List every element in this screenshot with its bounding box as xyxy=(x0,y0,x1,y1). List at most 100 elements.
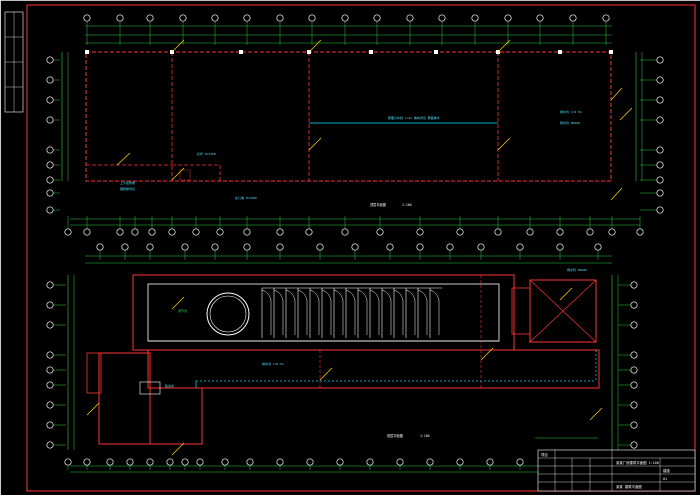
axis-bubble xyxy=(438,14,446,22)
axis-bubble xyxy=(494,228,502,236)
axis-bubble xyxy=(351,243,359,251)
bay-weir xyxy=(261,289,272,335)
axis-bubble xyxy=(486,458,494,466)
column xyxy=(85,50,89,54)
axis-bubble xyxy=(569,14,577,22)
axis-bubble xyxy=(630,381,638,389)
top-plan-axis-col-right xyxy=(640,56,664,214)
axis-bubble xyxy=(386,243,394,251)
axis-bubble xyxy=(106,458,114,466)
axis-bubble xyxy=(196,458,204,466)
leader xyxy=(589,407,603,421)
bay-weir xyxy=(393,289,404,335)
leader xyxy=(116,152,131,166)
axis-bubble xyxy=(630,441,638,449)
axis-bubble xyxy=(83,14,91,22)
axis-bubble xyxy=(221,458,229,466)
axis-bubble xyxy=(656,146,664,154)
axis-bubble xyxy=(168,228,176,236)
top-plan-axis-col-left xyxy=(46,56,60,214)
bay-weir xyxy=(357,289,368,335)
axis-bubble xyxy=(131,228,139,236)
axis-bubble xyxy=(406,14,414,22)
leader xyxy=(480,347,494,361)
leader xyxy=(319,367,333,381)
bay-weir xyxy=(405,289,416,335)
title-block-sheet-name: 某某 建筑平面图 xyxy=(616,484,642,489)
axis-bubble xyxy=(656,116,664,124)
axis-bubble xyxy=(456,228,464,236)
axis-bubble xyxy=(146,14,154,22)
leader xyxy=(171,442,185,456)
axis-bubble xyxy=(308,14,316,22)
axis-bubble xyxy=(46,189,54,197)
bottom-plan-outline xyxy=(132,274,515,351)
axis-bubble xyxy=(83,458,91,466)
axis-bubble xyxy=(305,228,313,236)
axis-bubble xyxy=(336,458,344,466)
axis-bubble xyxy=(656,189,664,197)
leader xyxy=(171,296,185,310)
axis-bubble xyxy=(166,458,174,466)
axis-bubble xyxy=(630,281,638,289)
axis-bubble xyxy=(276,243,284,251)
svg-text:排水沟 i=0.5%: 排水沟 i=0.5% xyxy=(262,361,284,366)
svg-text:雨水管 DN100: 雨水管 DN100 xyxy=(567,267,587,272)
svg-text:屋面分水线 i=2% 坡向详见 屋面排水: 屋面分水线 i=2% 坡向详见 屋面排水 xyxy=(388,115,440,120)
axis-bubble xyxy=(216,228,224,236)
axis-bubble xyxy=(426,458,434,466)
bay-weir xyxy=(309,289,320,335)
axis-bubble xyxy=(373,14,381,22)
bay-weir xyxy=(369,289,380,335)
axis-bubble xyxy=(456,458,464,466)
axis-bubble xyxy=(46,281,54,289)
axis-bubble xyxy=(211,14,219,22)
leader xyxy=(171,39,185,53)
axis-bubble xyxy=(636,228,644,236)
top-plan-scale: 1:100 xyxy=(402,203,412,207)
axis-bubble xyxy=(46,176,54,184)
axis-bubble xyxy=(64,228,72,236)
axis-bubble xyxy=(416,243,424,251)
svg-text:集水井: 集水井 xyxy=(165,383,174,388)
axis-bubble xyxy=(181,243,189,251)
title-block: 项目 某某厂房建筑平面图 1:100 某某 建筑平面图 建施 01 xyxy=(537,449,696,492)
column xyxy=(609,50,613,54)
axis-bubble xyxy=(46,401,54,409)
axis-bubble xyxy=(146,458,154,466)
revision-table xyxy=(4,11,24,113)
axis-bubble xyxy=(46,116,54,124)
axis-bubble xyxy=(656,96,664,104)
axis-bubble xyxy=(46,351,54,359)
axis-bubble xyxy=(243,14,251,22)
axis-bubble xyxy=(276,458,284,466)
bay-weir xyxy=(333,289,344,335)
bay-weir xyxy=(345,289,356,335)
axis-bubble xyxy=(46,421,54,429)
axis-bubble xyxy=(396,458,404,466)
axis-bubble xyxy=(630,421,638,429)
leader xyxy=(308,137,322,151)
svg-text:01: 01 xyxy=(663,477,667,481)
axis-bubble xyxy=(64,458,72,466)
axis-bubble xyxy=(477,243,485,251)
axis-bubble xyxy=(192,228,200,236)
axis-bubble xyxy=(46,146,54,154)
leader xyxy=(610,87,623,101)
axis-bubble xyxy=(121,243,129,251)
axis-bubble xyxy=(630,401,638,409)
axis-bubble xyxy=(536,14,544,22)
axis-bubble xyxy=(46,161,54,169)
axis-bubble xyxy=(126,458,134,466)
axis-bubble xyxy=(366,458,374,466)
axis-bubble xyxy=(179,14,187,22)
axis-bubble xyxy=(243,243,251,251)
axis-bubble xyxy=(602,14,610,22)
leader xyxy=(619,107,633,121)
axis-bubble xyxy=(504,14,512,22)
axis-bubble xyxy=(594,243,602,251)
column xyxy=(369,50,373,54)
axis-bubble xyxy=(46,321,54,329)
bay-weir xyxy=(285,289,296,335)
